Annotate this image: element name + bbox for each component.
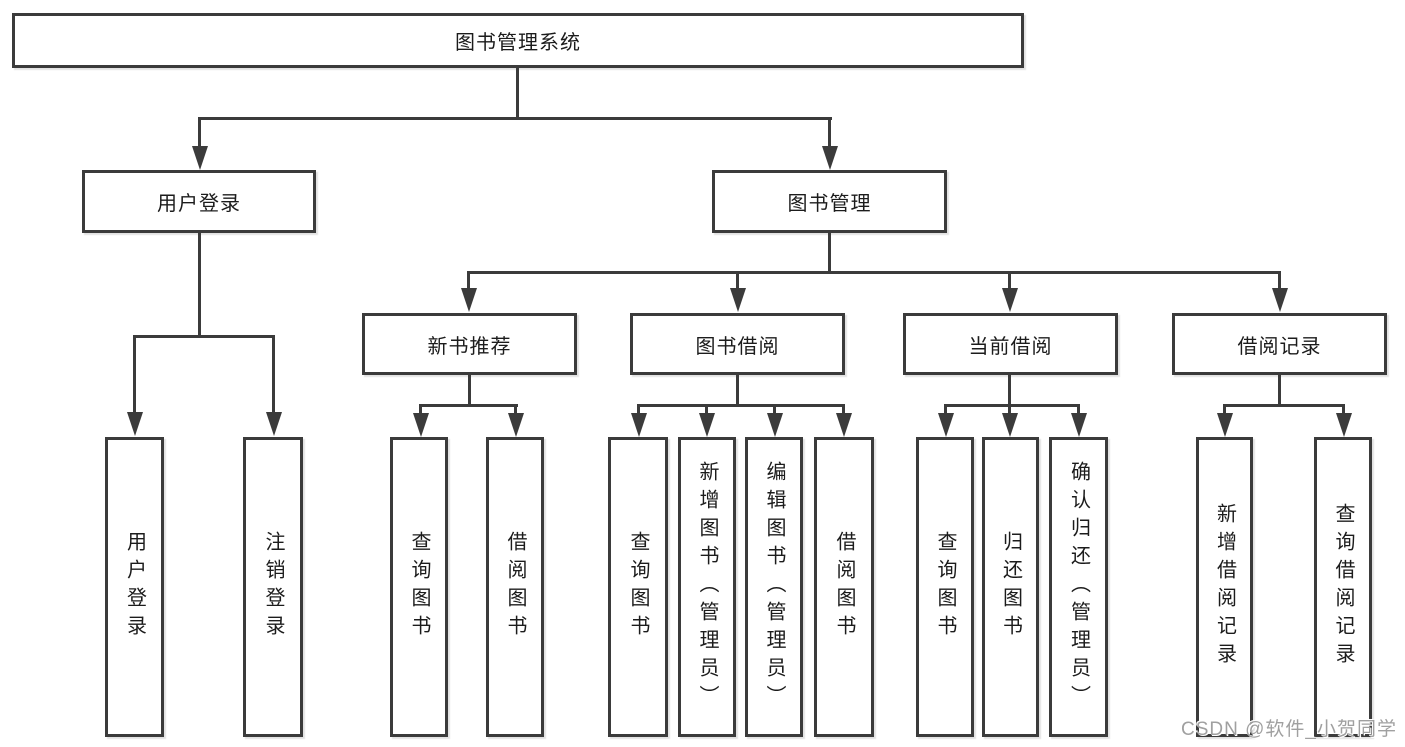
leaf-borrow-books: 借阅图书 [814,437,874,737]
connector-line [1223,406,1226,416]
leaf-label: 新增借阅记录 [1213,503,1236,671]
leaf-label: 注销登录 [262,531,284,643]
node-label: 用户登录 [157,193,241,215]
connector-line [516,68,519,120]
leaf-label: 借阅图书 [833,531,855,643]
leaf-label: 新增图书（管理员） [696,461,718,713]
connector-line [828,233,831,274]
leaf-label: 查询借阅记录 [1332,503,1354,671]
connector-arrow [413,413,429,437]
leaf-add-borrow-record: 新增借阅记录 [1196,437,1253,737]
connector-arrow [631,413,647,437]
connector-line [944,404,1080,407]
connector-line [198,117,832,120]
connector-arrow [266,412,282,436]
leaf-label: 确认归还（管理员） [1067,461,1090,713]
connector-line [1008,375,1011,406]
connector-arrow [508,413,524,437]
connector-line [842,406,845,416]
node-user-login: 用户登录 [82,170,316,233]
leaf-label: 编辑图书（管理员） [763,461,785,713]
leaf-label: 借阅图书 [504,531,526,643]
connector-line [773,406,776,416]
connector-line [1077,406,1080,416]
leaf-label: 查询图书 [408,531,430,643]
connector-line [705,406,708,416]
connector-line [468,375,471,406]
leaf-label: 用户登录 [123,531,146,643]
connector-arrow [767,413,783,437]
leaf-query-borrow-record: 查询借阅记录 [1314,437,1372,737]
connector-line [1223,404,1345,407]
connector-line [1008,406,1011,416]
node-label: 图书管理 [787,193,872,215]
leaf-return-books: 归还图书 [982,437,1039,737]
connector-arrow [461,288,477,312]
leaf-label: 归还图书 [999,531,1022,643]
node-label: 借阅记录 [1237,335,1322,358]
connector-line [736,375,739,406]
connector-arrow [1002,413,1018,437]
connector-line [419,406,422,416]
connector-line [467,273,470,290]
connector-line [1278,375,1281,406]
node-label: 新书推荐 [427,335,512,358]
connector-arrow [730,288,746,312]
connector-line [133,337,136,414]
connector-arrow [1272,288,1288,312]
leaf-edit-books-admin: 编辑图书（管理员） [745,437,803,737]
connector-line [1008,273,1011,290]
connector-line [467,271,1281,274]
csdn-watermark: CSDN @软件_小贺同学 [1181,719,1397,740]
leaf-label: 查询图书 [934,531,956,643]
connector-arrow [836,413,852,437]
node-new-book-recommendation: 新书推荐 [362,313,577,375]
leaf-confirm-return-admin: 确认归还（管理员） [1049,437,1108,737]
connector-line [133,335,275,338]
connector-arrow [822,146,838,170]
connector-arrow [1217,413,1233,437]
leaf-logout: 注销登录 [243,437,303,737]
leaf-query-books-recommend: 查询图书 [390,437,448,737]
leaf-label: 查询图书 [627,531,649,643]
node-current-borrowing: 当前借阅 [903,313,1118,375]
connector-line [198,119,201,147]
connector-arrow [1002,288,1018,312]
leaf-query-books-borrowing: 查询图书 [608,437,668,737]
leaf-user-login: 用户登录 [105,437,164,737]
connector-line [419,404,518,407]
connector-line [198,233,201,337]
connector-arrow [1336,413,1352,437]
connector-line [828,119,831,147]
connector-line [1278,273,1281,290]
node-label: 当前借阅 [968,335,1053,358]
connector-arrow [192,146,208,170]
connector-line [736,273,739,290]
node-label: 图书借阅 [695,335,780,358]
connector-arrow [1071,413,1087,437]
leaf-query-books-current: 查询图书 [916,437,974,737]
connector-line [272,337,275,414]
connector-line [637,406,640,416]
leaf-borrow-books-recommend: 借阅图书 [486,437,544,737]
node-label: 图书管理系统 [455,32,581,54]
node-borrowing-records: 借阅记录 [1172,313,1387,375]
connector-line [514,406,517,416]
connector-arrow [127,412,143,436]
node-book-management: 图书管理 [712,170,947,233]
node-book-borrowing: 图书借阅 [630,313,845,375]
connector-line [637,404,845,407]
connector-arrow [699,413,715,437]
leaf-add-books-admin: 新增图书（管理员） [678,437,736,737]
node-library-management-system: 图书管理系统 [12,13,1024,68]
connector-line [944,406,947,416]
connector-arrow [938,413,954,437]
connector-line [1342,406,1345,416]
